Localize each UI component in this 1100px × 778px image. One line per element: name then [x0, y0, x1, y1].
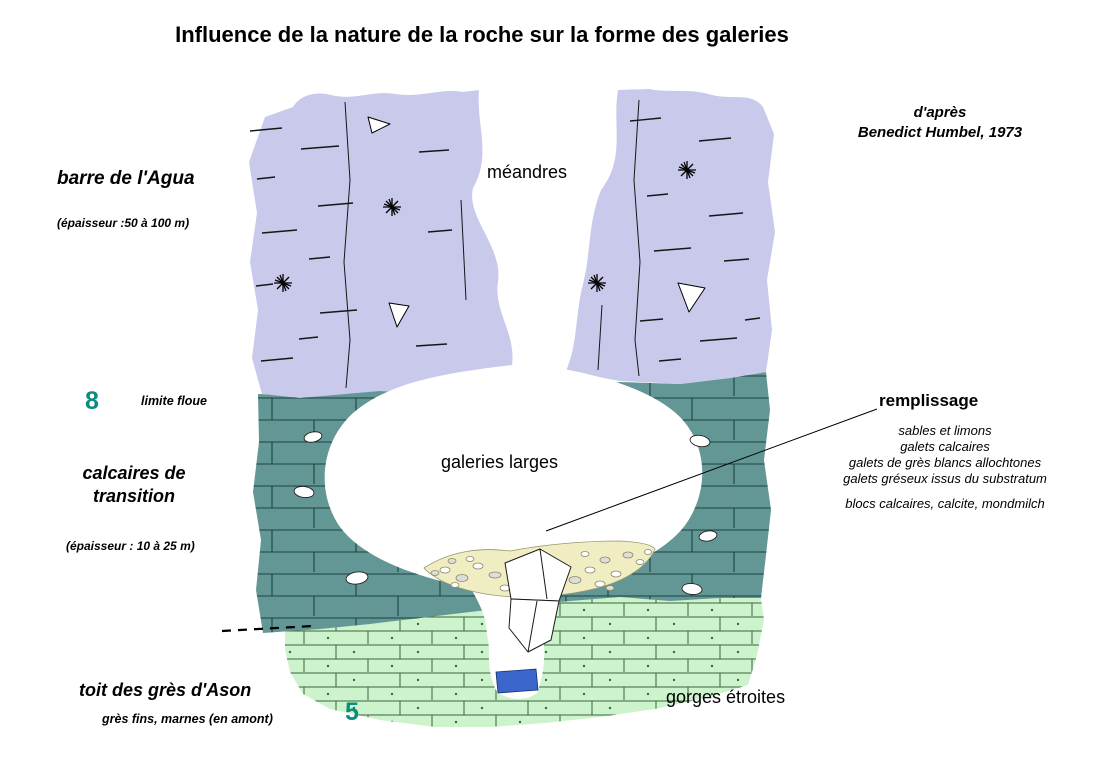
- upper-layer-name: barre de l'Agua: [57, 168, 195, 189]
- middle-layer-name-line1: calcaires de: [82, 463, 186, 483]
- attribution-line1: d'après: [913, 104, 967, 121]
- attribution: d'après Benedict Humbel, 1973: [810, 103, 1070, 143]
- figure-title: Influence de la nature de la roche sur l…: [175, 22, 789, 47]
- lower-layer-subtitle: grès fins, marnes (en amont): [102, 712, 273, 726]
- upper-layer-thickness: (épaisseur :50 à 100 m): [57, 216, 190, 230]
- meanders-label: méandres: [487, 162, 568, 182]
- fill-item: galets calcaires: [900, 439, 990, 454]
- upper-rock-left-block: [249, 90, 513, 398]
- middle-layer-name-line2: transition: [92, 486, 175, 506]
- marker-number-8: 8: [85, 387, 99, 415]
- limestone-clasts: [293, 431, 718, 596]
- fill-item: sables et limons: [898, 423, 992, 438]
- bedding-dashes: [249, 117, 761, 362]
- fuzzy-boundary-note: limite floue: [141, 394, 207, 408]
- fill-item: galets de grès blancs allochtones: [848, 455, 1042, 470]
- water: [495, 668, 539, 694]
- middle-layer-thickness: (épaisseur : 10 à 25 m): [66, 539, 195, 553]
- attribution-line2: Benedict Humbel, 1973: [857, 124, 1023, 141]
- upper-rock-layer: [249, 89, 775, 398]
- fill-title: remplissage: [879, 391, 979, 410]
- cave-gallery-and-gorge: [324, 364, 703, 699]
- marker-number-5: 5: [345, 698, 359, 726]
- fill-item: blocs calcaires, calcite, mondmilch: [845, 496, 1045, 511]
- fill-items-list: sables et limons galets calcaires galets…: [793, 423, 1097, 512]
- middle-layer-name: calcaires de transition: [48, 462, 220, 508]
- joint-lines: [343, 99, 641, 389]
- wide-galleries-label: galeries larges: [441, 452, 559, 472]
- remplissage-pointer-line: [545, 408, 878, 532]
- lower-layer-name: toit des grès d'Ason: [79, 680, 252, 700]
- narrow-gorges-label: gorges étroites: [666, 687, 786, 707]
- breakdown-blocks: [504, 548, 572, 653]
- triangle-symbols: [367, 116, 706, 328]
- upper-rock-right-block: [566, 89, 775, 384]
- fill-item: galets gréseux issus du substratum: [843, 471, 1047, 486]
